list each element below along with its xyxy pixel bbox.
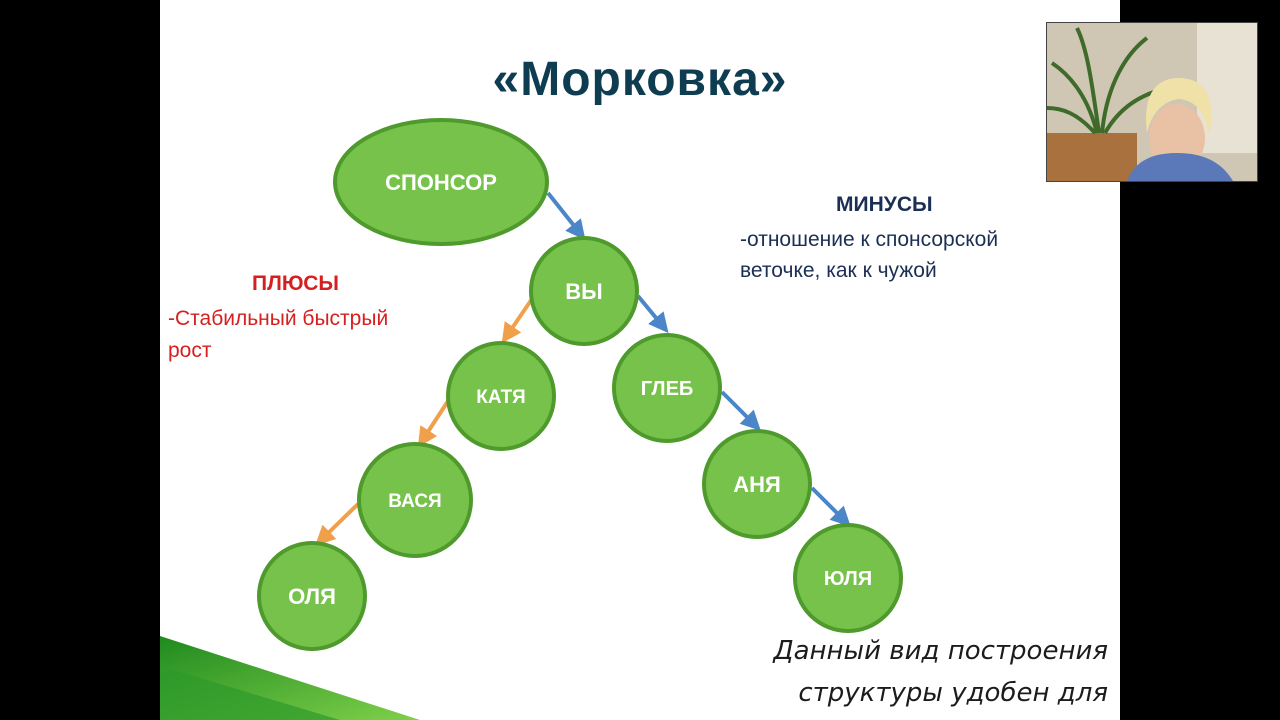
node-you: ВЫ bbox=[529, 236, 639, 346]
node-label: ЮЛЯ bbox=[824, 568, 872, 590]
webcam-video-icon bbox=[1047, 23, 1257, 181]
node-shape bbox=[529, 236, 639, 346]
structure-diagram: СПОНСОР ВЫ КАТЯ ВАСЯ ОЛЯ ГЛЕБ АНЯ ЮЛЯ bbox=[257, 118, 903, 651]
minuses-text: -отношение к спонсорской веточке, как к … bbox=[740, 224, 1070, 286]
node-label: СПОНСОР bbox=[385, 170, 497, 195]
edge-sponsor-to-you bbox=[546, 191, 586, 241]
pluses-text: -Стабильный быстрый рост bbox=[168, 303, 438, 367]
node-shape bbox=[446, 341, 556, 451]
pluses-line: рост bbox=[168, 339, 212, 362]
edge-you-to-gleb bbox=[636, 294, 669, 334]
edge-gleb-to-anya bbox=[720, 390, 761, 431]
node-shape bbox=[702, 429, 812, 539]
node-katya: КАТЯ bbox=[446, 341, 556, 451]
pluses-line: -Стабильный быстрый bbox=[168, 307, 389, 330]
presentation-slide: «Морковка» СПОНСОР ВЫ КАТЯ ВАСЯ ОЛЯ ГЛЕБ АНЯ ЮЛ… bbox=[160, 0, 1120, 720]
node-shape bbox=[333, 118, 549, 246]
edge-vasya-to-olya bbox=[315, 502, 360, 546]
minuses-line: -отношение к спонсорской bbox=[740, 228, 999, 251]
edge-anya-to-yulya bbox=[810, 486, 851, 527]
node-label: ОЛЯ bbox=[288, 584, 336, 609]
node-shape bbox=[257, 541, 367, 651]
pluses-heading: ПЛЮСЫ bbox=[252, 272, 339, 295]
node-label: ВАСЯ bbox=[388, 491, 441, 512]
node-shape bbox=[793, 523, 903, 633]
node-yulya: ЮЛЯ bbox=[793, 523, 903, 633]
node-label: АНЯ bbox=[733, 472, 781, 497]
node-shape bbox=[612, 333, 722, 443]
node-anya: АНЯ bbox=[702, 429, 812, 539]
diagram-nodes: СПОНСОР ВЫ КАТЯ ВАСЯ ОЛЯ ГЛЕБ АНЯ ЮЛЯ bbox=[257, 118, 903, 651]
slide-title: «Морковка» bbox=[492, 53, 788, 106]
node-olya: ОЛЯ bbox=[257, 541, 367, 651]
node-gleb: ГЛЕБ bbox=[612, 333, 722, 443]
node-sponsor: СПОНСОР bbox=[333, 118, 549, 246]
webcam-overlay bbox=[1046, 22, 1258, 182]
edge-you-to-katya bbox=[501, 294, 536, 344]
node-label: КАТЯ bbox=[476, 387, 525, 408]
node-label: ВЫ bbox=[565, 279, 602, 304]
note-line: Данный вид построения bbox=[773, 636, 1108, 666]
diagram-edges bbox=[315, 191, 851, 546]
edge-katya-to-vasya bbox=[417, 396, 452, 448]
slide-note: Данный вид построения структуры удобен д… bbox=[688, 630, 1108, 714]
node-shape bbox=[357, 442, 473, 558]
green-corner-decoration bbox=[160, 636, 420, 720]
minuses-heading: МИНУСЫ bbox=[836, 193, 933, 216]
minuses-line: веточке, как к чужой bbox=[740, 259, 937, 282]
note-line: структуры удобен для bbox=[798, 678, 1108, 708]
node-label: ГЛЕБ bbox=[641, 378, 694, 400]
node-vasya: ВАСЯ bbox=[357, 442, 473, 558]
